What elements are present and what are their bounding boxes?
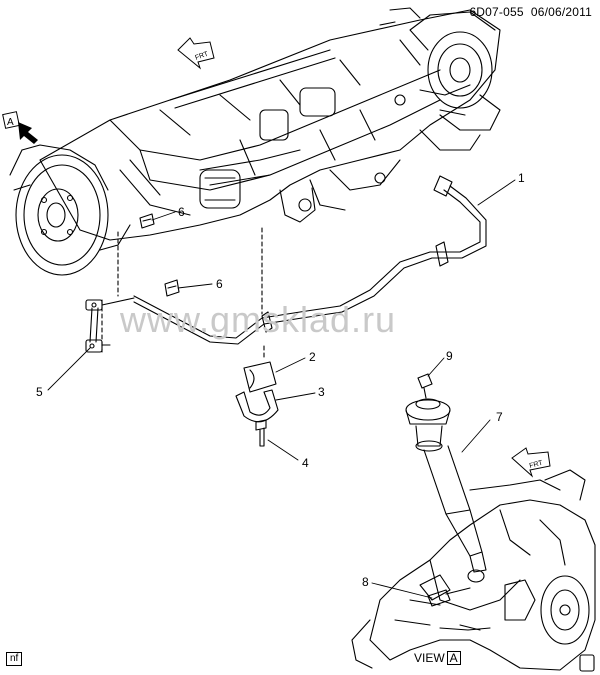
callout-4: 4 xyxy=(302,456,309,470)
callout-7: 7 xyxy=(496,410,503,424)
callout-2: 2 xyxy=(309,350,316,364)
stabilizer-link xyxy=(85,297,135,353)
watermark: www.gmsklad.ru xyxy=(120,299,397,340)
frt-label-lower: FRT xyxy=(529,459,545,469)
front-direction-arrow-lower: FRT xyxy=(511,447,551,478)
callout-6-upper: 6 xyxy=(178,205,185,219)
view-text: VIEW xyxy=(414,651,445,665)
view-arrow-letter: A xyxy=(7,117,14,128)
callout-3: 3 xyxy=(318,385,325,399)
front-direction-arrow-upper: FRT xyxy=(177,37,215,70)
callout-8: 8 xyxy=(362,575,369,589)
callout-5: 5 xyxy=(36,385,43,399)
callout-9: 9 xyxy=(446,349,453,363)
diagram-header: 6D07-055 06/06/2011 xyxy=(469,6,592,18)
rear-subframe-assembly xyxy=(39,7,501,241)
view-label: VIEW A xyxy=(414,651,461,665)
callout-leaders xyxy=(47,179,516,599)
callout-6-lower: 6 xyxy=(216,277,223,291)
stabilizer-bar xyxy=(133,175,487,345)
footer-tag: nf xyxy=(6,652,23,666)
stabilizer-clamp xyxy=(235,389,279,423)
frt-label: FRT xyxy=(194,50,210,61)
stabilizer-insulator xyxy=(243,361,277,393)
diagram-date: 06/06/2011 xyxy=(530,5,592,19)
shock-absorber xyxy=(405,373,487,583)
alignment-lines xyxy=(101,227,265,361)
bolt xyxy=(255,419,267,447)
nut-lower xyxy=(164,279,180,297)
left-brake-rotor xyxy=(9,144,131,276)
rear-corner-assembly xyxy=(351,469,596,672)
view-letter-box: A xyxy=(446,651,461,665)
view-a-arrow: A xyxy=(2,111,38,144)
nut-upper xyxy=(139,213,155,229)
callout-1: 1 xyxy=(518,171,525,185)
diagram-code: 6D07-055 xyxy=(469,5,524,19)
